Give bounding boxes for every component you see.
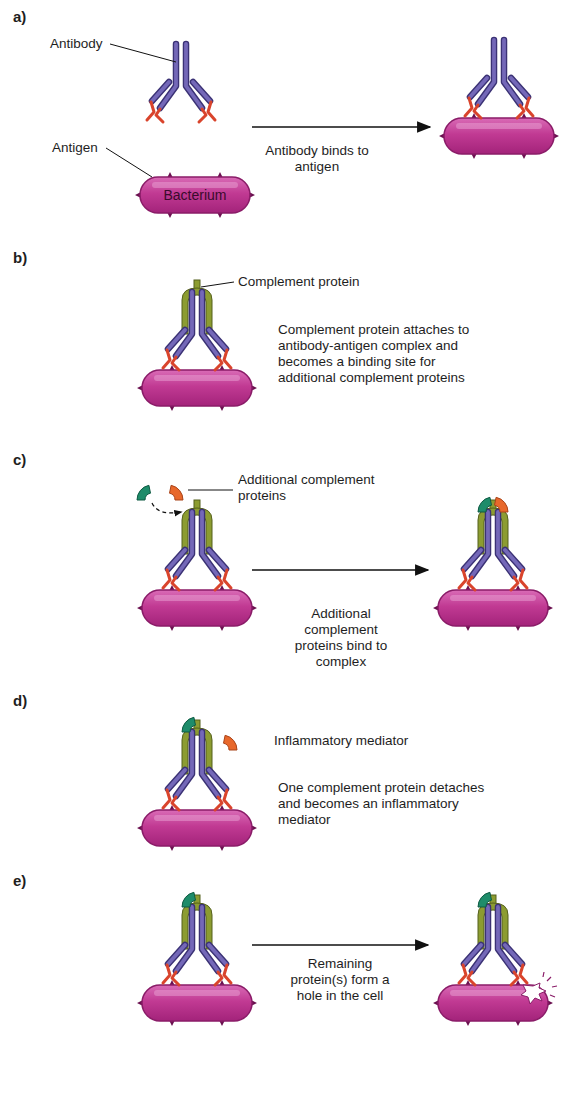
leader-line [106,148,152,177]
part-label: Additional complement proteins [238,472,388,504]
node-label: Bacterium [140,177,250,213]
membrane-hole [521,983,546,1004]
step-description: Remaining protein(s) form a hole in the … [279,956,401,1004]
panel-letter: c) [13,452,53,468]
complex-with-hole [433,892,557,1026]
panel-letter: d) [13,693,53,709]
process-arrow [252,569,428,571]
panel-b [137,280,257,411]
complement-protein [170,485,184,500]
step-description: Additional complement proteins bind to c… [284,606,398,670]
complex [137,280,257,411]
bound-antibody [439,40,559,159]
panel-a [106,40,559,177]
leader-line [188,490,233,491]
part-label: Antibody [50,36,130,52]
bacterium-cell: Bacterium [140,177,250,213]
panel-letter: b) [13,250,53,266]
process-arrow [252,126,430,128]
leader-line [110,44,176,62]
inflammatory-mediator [224,735,238,750]
panel-letter: e) [13,873,53,889]
dashed-arrow [152,503,181,513]
complex [433,497,553,631]
complement-protein [137,485,151,500]
process-arrow [252,944,428,946]
leader-line [201,282,234,287]
part-label: Inflammatory mediator [274,733,474,749]
step-description: Antibody binds to antigen [264,143,370,175]
complex [137,892,257,1026]
membrane-debris [543,972,557,997]
panel-d [137,717,257,851]
part-label: Complement protein [238,274,438,290]
part-label: Antigen [52,140,132,156]
step-description: One complement protein detaches and beco… [278,780,492,828]
step-description: Complement protein attaches to antibody-… [278,322,496,386]
complex [137,500,257,631]
panel-e [137,892,557,1026]
panel-letter: a) [13,9,53,25]
complex [137,717,257,851]
antibody [147,44,215,122]
